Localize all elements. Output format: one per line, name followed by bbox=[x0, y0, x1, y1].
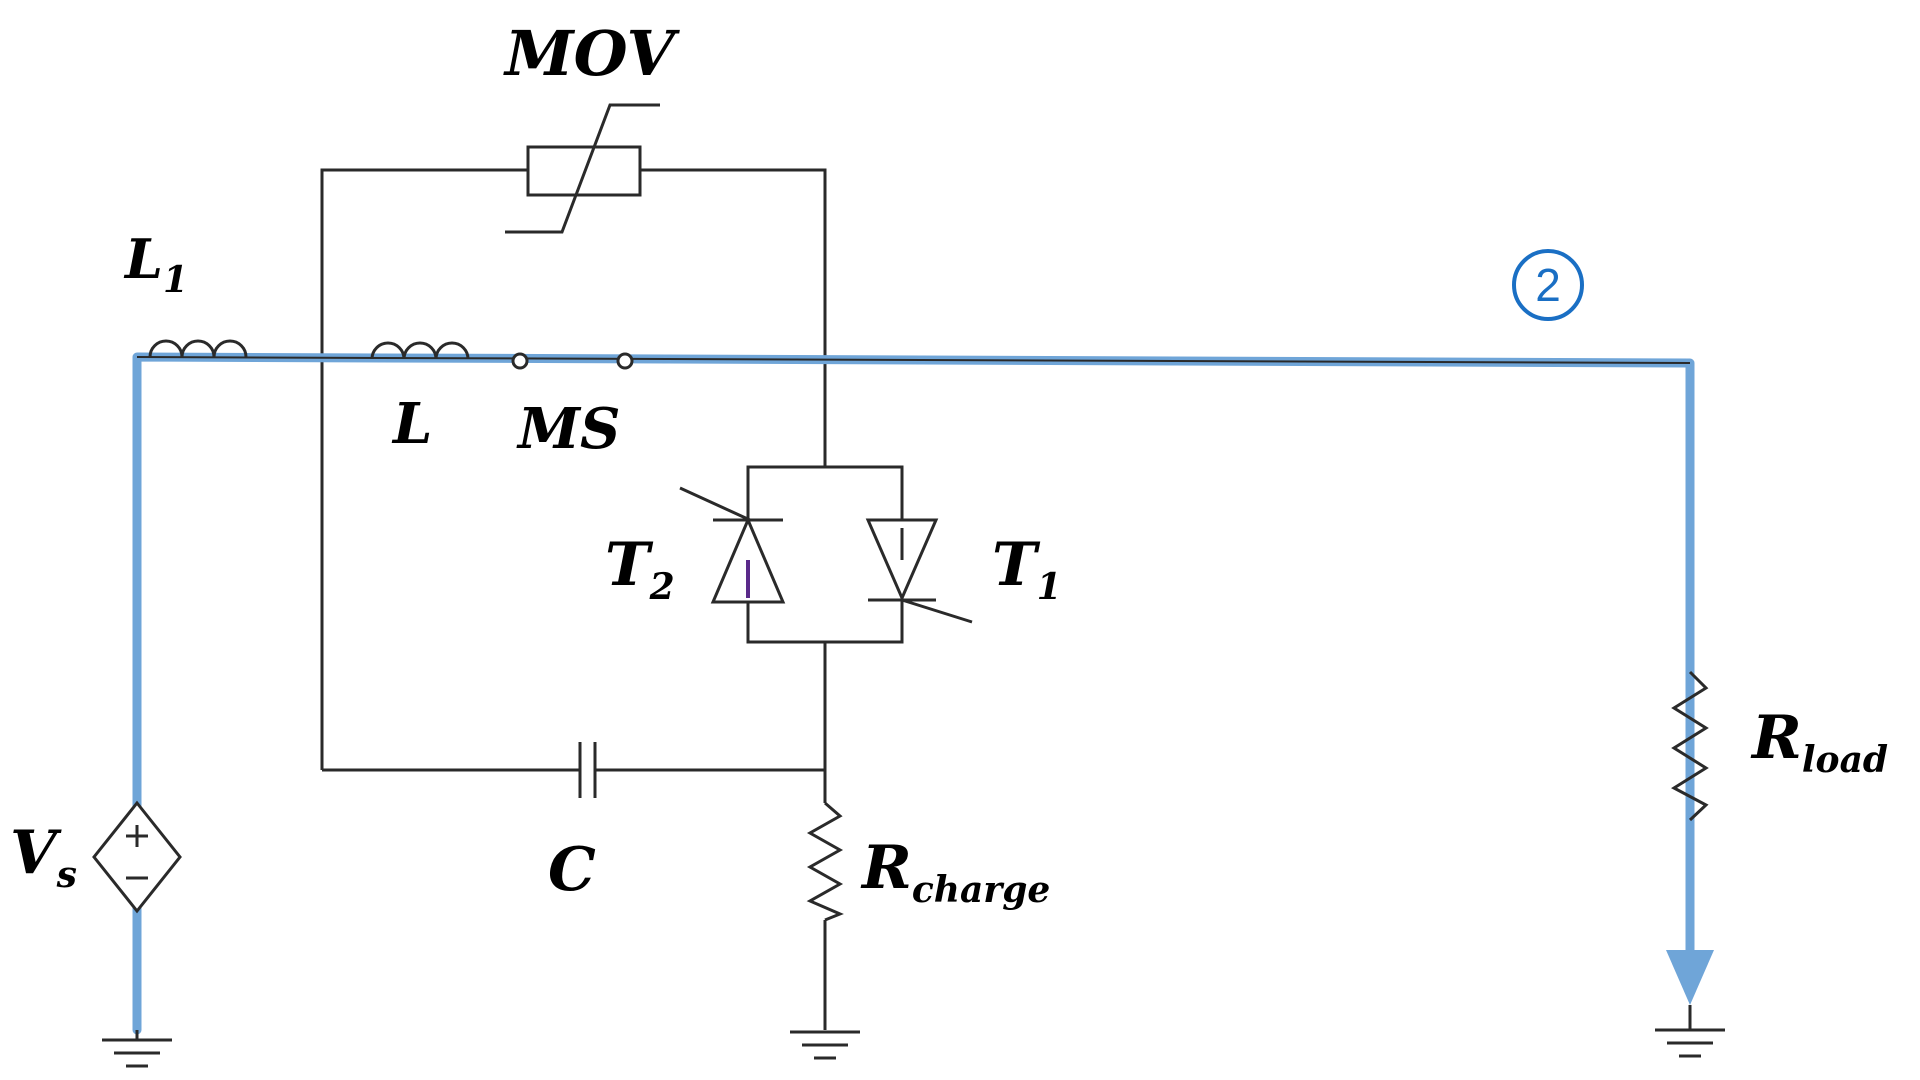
t2-label-main: T bbox=[605, 530, 654, 600]
thyristor-t2: T2 bbox=[605, 467, 786, 608]
rcharge-zigzag bbox=[806, 801, 844, 922]
t2-label-sub: 2 bbox=[649, 566, 675, 608]
l1-coils bbox=[148, 339, 248, 358]
ms-contact-left bbox=[511, 352, 529, 370]
ground-right bbox=[1655, 1005, 1725, 1058]
rcharge-label-sub: charge bbox=[912, 869, 1050, 911]
path-marker: 2 bbox=[1512, 249, 1584, 321]
t1-label: T1 bbox=[992, 530, 1062, 608]
voltage-source-vs: Vs bbox=[10, 800, 182, 914]
wiring bbox=[320, 168, 904, 1030]
mov-varistor: MOV bbox=[503, 17, 681, 234]
inductor-l1: L1 bbox=[123, 227, 248, 358]
rcharge-label-main: R bbox=[860, 833, 912, 903]
vs-label: Vs bbox=[10, 818, 77, 896]
rload-label-main: R bbox=[1750, 703, 1802, 773]
current-path-2 bbox=[132, 352, 1714, 1035]
l1-label-main: L bbox=[123, 227, 163, 291]
t2-label: T2 bbox=[605, 530, 675, 608]
resistor-rcharge: Rcharge bbox=[806, 801, 1050, 922]
rload-zigzag bbox=[1671, 670, 1709, 822]
resistor-rload: Rload bbox=[1671, 670, 1888, 822]
path-marker-number: 2 bbox=[1535, 259, 1561, 311]
t1-label-sub: 1 bbox=[1037, 566, 1062, 608]
ground-middle bbox=[790, 1030, 860, 1060]
mov-branch-right-wire bbox=[640, 168, 827, 467]
main-line-core bbox=[136, 356, 1691, 364]
t2-gate bbox=[679, 486, 751, 522]
ms-label: MS bbox=[516, 396, 620, 462]
ground-left bbox=[102, 1030, 172, 1068]
c-label: C bbox=[548, 835, 596, 905]
thyristor-top-bar bbox=[746, 465, 904, 520]
mov-label: MOV bbox=[503, 17, 681, 90]
mechanical-switch-ms: MS bbox=[511, 352, 634, 462]
t1-label-main: T bbox=[992, 530, 1041, 600]
current-direction-arrow bbox=[1666, 950, 1714, 1005]
inductor-l: L bbox=[370, 341, 470, 457]
ms-contact-right bbox=[616, 352, 634, 370]
current-path-line bbox=[132, 352, 1695, 1035]
rload-label: Rload bbox=[1750, 703, 1888, 781]
vs-label-main: V bbox=[10, 818, 62, 888]
mov-branch-left-wire bbox=[320, 168, 528, 770]
vs-label-sub: s bbox=[56, 854, 77, 896]
thyristor-t1: T1 bbox=[865, 518, 1062, 624]
rload-label-sub: load bbox=[1802, 739, 1888, 781]
path-marker-circle bbox=[1512, 249, 1584, 321]
l-coils bbox=[370, 341, 470, 360]
l1-label: L1 bbox=[123, 227, 188, 301]
l1-label-sub: 1 bbox=[163, 259, 188, 301]
capacitor-c: C bbox=[548, 742, 597, 905]
rcharge-label: Rcharge bbox=[860, 833, 1050, 911]
vs-diamond bbox=[92, 800, 182, 914]
l-label: L bbox=[391, 391, 432, 457]
t1-gate bbox=[901, 598, 973, 624]
mov-curve bbox=[505, 103, 660, 234]
